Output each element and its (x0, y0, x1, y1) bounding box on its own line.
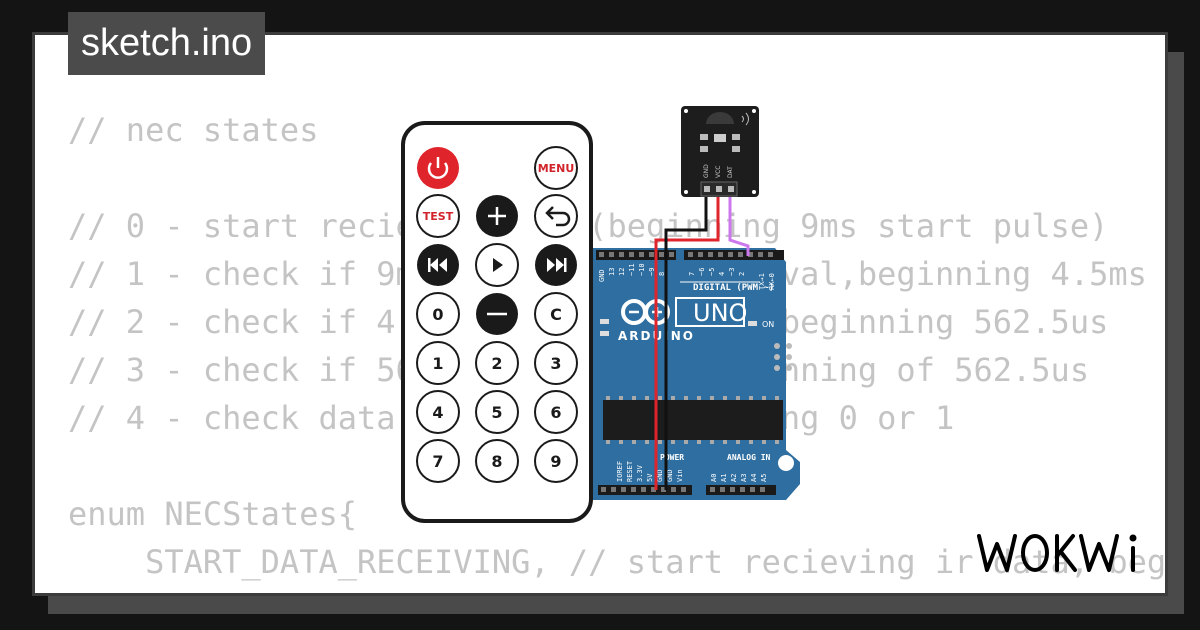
digit-label: 2 (491, 354, 502, 373)
digit-button[interactable]: 5 (475, 390, 519, 434)
power-pin-label: GND (666, 469, 674, 482)
digital-header-right (684, 250, 784, 260)
icsp-header (774, 343, 792, 371)
digit-button[interactable]: 3 (534, 341, 578, 385)
wokwi-logo (977, 534, 1137, 572)
digit-button[interactable]: 8 (475, 439, 519, 483)
digital-pin-label: ~10 (638, 263, 646, 276)
digital-pin-label: ~6 (698, 268, 706, 276)
led (600, 331, 609, 336)
power-label: POWER (660, 453, 684, 462)
next-button[interactable] (535, 244, 577, 286)
analog-pin-label: A2 (730, 474, 738, 482)
digit-button[interactable]: 9 (534, 439, 578, 483)
led (600, 319, 609, 324)
ir-pin-label: VCC (715, 166, 722, 178)
digit-label: 9 (550, 452, 561, 471)
c-button[interactable]: C (534, 292, 578, 336)
digit-button[interactable]: 7 (416, 439, 460, 483)
wire-vcc-red[interactable] (654, 196, 720, 490)
digital-pin-label: ~11 (628, 263, 636, 276)
analog-pin-label: A0 (710, 474, 718, 482)
uno-badge (675, 297, 745, 327)
ir-receiver-module[interactable]: GND VCC DAT (681, 106, 759, 197)
power-icon (427, 162, 449, 179)
analog-pin-label: A5 (760, 474, 768, 482)
zero-button-label: 0 (432, 305, 443, 324)
zero-button[interactable]: 0 (416, 292, 460, 336)
microcontroller-chip (603, 400, 783, 440)
play-icon (493, 258, 503, 272)
c-button-label: C (550, 305, 562, 324)
code-editor: // nec states// 0 - start recieving data… (68, 106, 1168, 593)
digital-pin-label: 13 (608, 268, 616, 276)
previous-icon (428, 258, 447, 272)
digit-label: 4 (432, 403, 443, 422)
ir-signal-icon (741, 112, 749, 126)
digit-label: 8 (491, 452, 502, 471)
power-pin-label: 5V (646, 473, 654, 482)
ir-pin-label: DAT (727, 166, 734, 178)
digital-pin-label: TX→1 (758, 273, 766, 290)
back-button[interactable] (534, 194, 578, 238)
digital-pin-label: 4 (718, 272, 726, 276)
digital-pin-label: ~5 (708, 268, 716, 276)
digit-button[interactable]: 1 (416, 341, 460, 385)
digital-pin-label: ~3 (728, 268, 736, 276)
previous-button[interactable] (417, 244, 459, 286)
digital-pin-label: 7 (688, 272, 696, 276)
ir-remote[interactable]: MENU TEST (401, 121, 593, 523)
digit-button[interactable]: 4 (416, 390, 460, 434)
wire-data-purple[interactable] (728, 196, 750, 256)
menu-button-label: MENU (538, 162, 575, 175)
power-pin-label: 3.3V (636, 464, 644, 482)
code-line: CHECK_DATA_RECEIVING_START, // check if … (68, 586, 1165, 593)
analog-pin-label: A3 (740, 474, 748, 482)
digit-button[interactable]: 6 (534, 390, 578, 434)
power-pin-label: RESET (626, 460, 634, 482)
gnd-pin-label: GND (598, 269, 606, 282)
play-button[interactable] (475, 243, 519, 287)
digital-label: DIGITAL (PWM ~) (693, 283, 774, 293)
model-label: UNO (693, 299, 747, 327)
digit-label: 3 (550, 354, 561, 373)
digital-pin-label: RX←0 (768, 273, 776, 290)
back-icon (549, 211, 571, 227)
digit-button[interactable]: 2 (475, 341, 519, 385)
ir-sensor-dome (706, 112, 734, 124)
digital-pin-label: 8 (658, 272, 666, 276)
filename-tab[interactable]: sketch.ino (68, 12, 266, 75)
digit-label: 7 (432, 452, 443, 471)
test-button-label: TEST (423, 210, 454, 223)
code-line: // nec states (68, 111, 319, 149)
ir-pin-label: GND (703, 164, 710, 178)
digit-label: 5 (491, 403, 502, 422)
plus-button[interactable] (476, 195, 518, 237)
code-line: enum NECStates{ (68, 495, 357, 533)
on-label: ON (762, 320, 774, 329)
digital-pin-label: 12 (618, 268, 626, 276)
code-line: START_DATA_RECEIVING, // start recieving… (68, 543, 1168, 581)
power-pin-label: IOREF (616, 461, 624, 482)
digital-pin-label: 2 (738, 272, 746, 276)
test-button[interactable]: TEST (416, 194, 460, 238)
mounting-hole (778, 455, 794, 471)
power-pin-label: GND (656, 469, 664, 482)
analog-pin-label: A4 (750, 474, 758, 482)
digit-label: 6 (550, 403, 561, 422)
wire-gnd-black[interactable] (664, 196, 708, 490)
digital-pin-label: ~9 (648, 268, 656, 276)
analog-label: ANALOG IN (727, 453, 771, 462)
power-led (748, 321, 757, 326)
minus-button[interactable] (476, 293, 518, 335)
digit-label: 1 (432, 354, 443, 373)
analog-pin-label: A1 (720, 474, 728, 482)
digital-header-left (596, 250, 676, 260)
arduino-uno-board[interactable]: GND 13 12 ~11 ~10 ~9 8 7 ~6 ~5 4 ~3 2 TX… (592, 248, 800, 500)
menu-button[interactable]: MENU (534, 146, 578, 190)
next-icon (547, 258, 567, 272)
power-pin-label: Vin (676, 469, 684, 482)
power-button[interactable] (417, 147, 459, 189)
